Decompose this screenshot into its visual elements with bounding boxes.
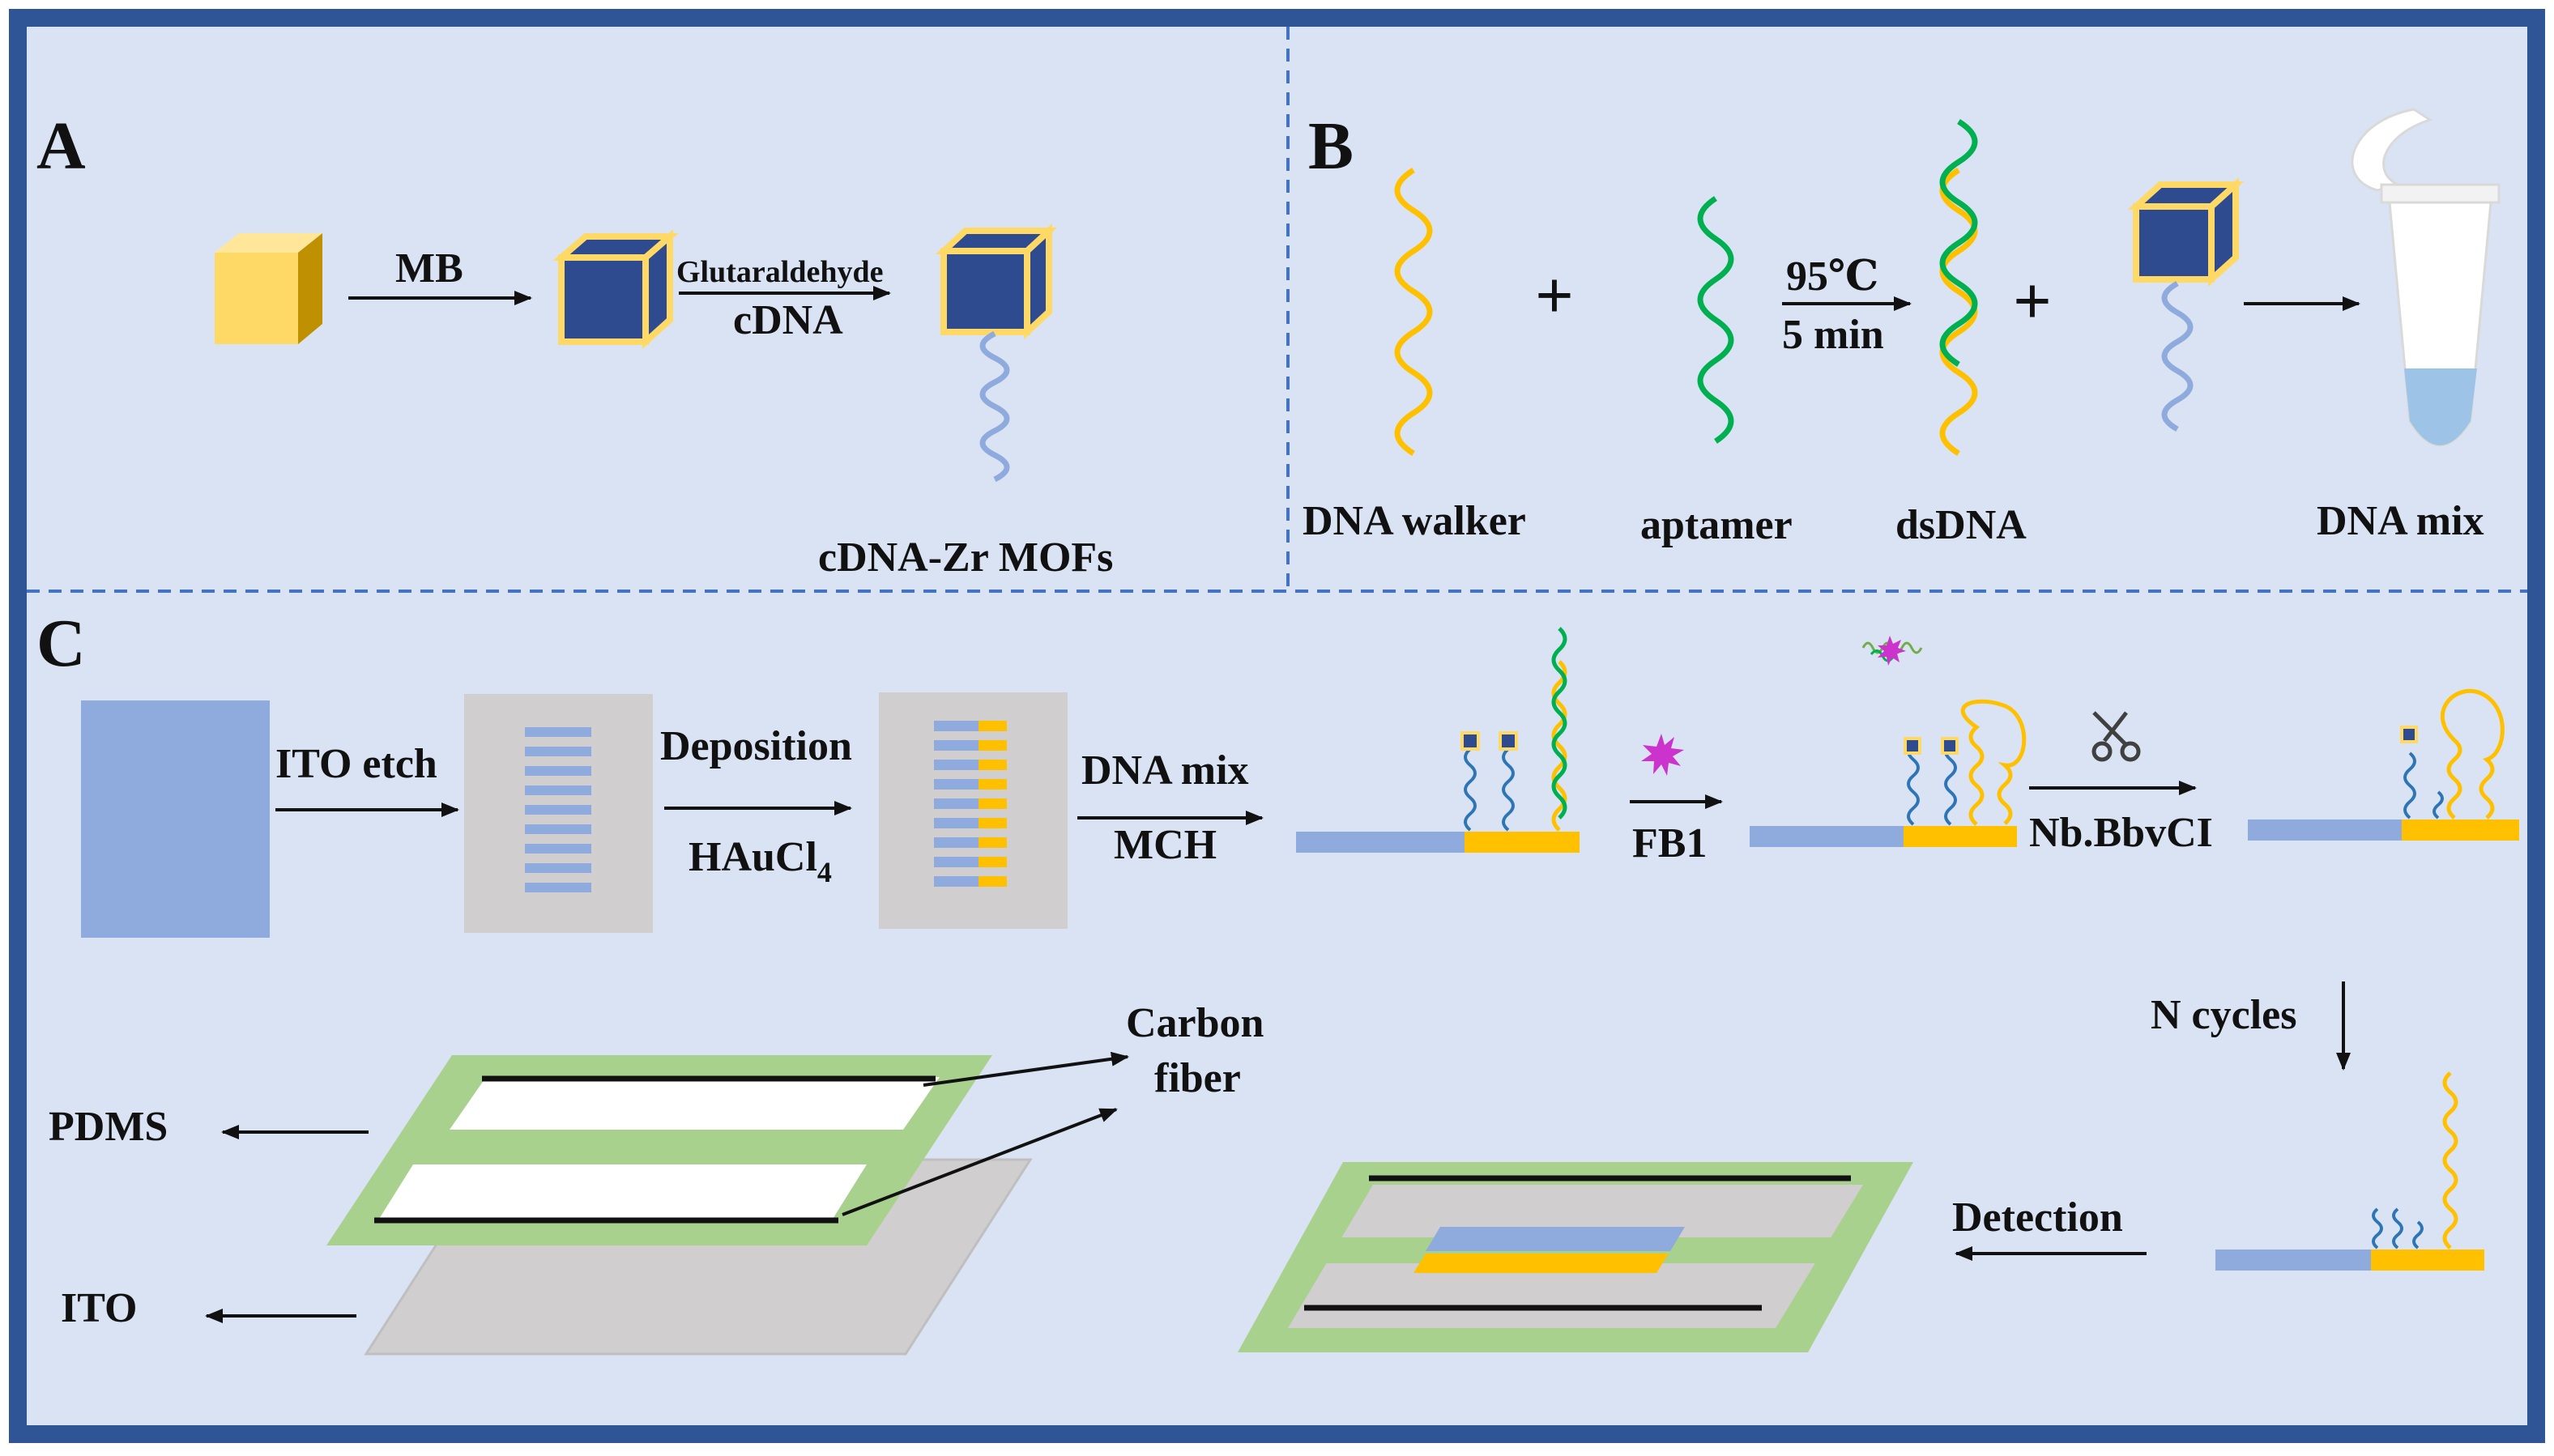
- scissors-icon: [2091, 711, 2141, 762]
- plus-sign-1: +: [1535, 258, 1574, 334]
- electrode-gold: [2371, 1250, 2484, 1271]
- cdna-strand: [2161, 280, 2194, 432]
- cdna-strand: [1907, 742, 1920, 826]
- label-product: cDNA-Zr MOFs: [818, 534, 1113, 581]
- label-carbon: Carbon: [1126, 1000, 1264, 1046]
- label-glutaraldehyde: Glutaraldehyde: [676, 255, 883, 289]
- ito-substrate: [81, 700, 270, 938]
- label-mch: MCH: [1114, 822, 1217, 868]
- device-electrodes: [1413, 1227, 1685, 1273]
- label-temperature: 95℃: [1786, 253, 1878, 300]
- star-icon: [1641, 734, 1684, 776]
- label-dsdna: dsDNA: [1895, 502, 2027, 548]
- cdna-cut-strand: [2432, 790, 2444, 820]
- walker-hybrid-strand: [2441, 688, 2505, 820]
- label-deposition: Deposition: [660, 723, 852, 769]
- label-pdms: PDMS: [49, 1104, 168, 1150]
- walker-hybrid-strand: [1960, 699, 2027, 826]
- label-dna-mix-step: DNA mix: [1081, 747, 1249, 794]
- electrode-ito: [2215, 1250, 2371, 1271]
- label-ito-etch: ITO etch: [275, 741, 437, 787]
- cube-icon: [215, 233, 322, 344]
- electrode-ito: [2248, 820, 2402, 841]
- label-aptamer: aptamer: [1640, 502, 1793, 548]
- label-time: 5 min: [1782, 312, 1884, 358]
- label-dna-walker: DNA walker: [1303, 498, 1526, 544]
- pointer-carbon-fiber-2: [842, 1108, 1118, 1216]
- mof-small: [1499, 731, 1518, 751]
- label-cycles: N cycles: [2151, 992, 2296, 1038]
- electrode-array: [525, 727, 591, 892]
- aptamer-strand: [1551, 627, 1567, 820]
- cube-icon: [552, 229, 679, 349]
- label-fb1: FB1: [1632, 820, 1707, 866]
- cdna-cut-strand: [2403, 751, 2416, 820]
- label-dna-mix: DNA mix: [2317, 498, 2484, 544]
- plus-sign-2: +: [2013, 264, 2052, 339]
- label-haucl4: HAuCl4: [689, 834, 832, 888]
- dsdna-aptamer-strand: [1939, 119, 1978, 367]
- cdna-strand: [979, 330, 1010, 483]
- dna-walker-strand: [1394, 168, 1433, 456]
- panel-a-letter: A: [36, 109, 86, 184]
- mof-small: [2400, 726, 2418, 743]
- electrode-gold: [1904, 826, 2017, 847]
- label-enzyme: Nb.BbvCI: [2029, 810, 2213, 856]
- mof-small: [1904, 737, 1921, 755]
- cdna-cut-strand: [2372, 1207, 2383, 1250]
- walker-strand: [2442, 1071, 2458, 1250]
- cdna-strand: [1944, 742, 1957, 826]
- electrode-gold: [2402, 820, 2519, 841]
- label-mb: MB: [395, 245, 463, 292]
- electrode-ito: [1750, 826, 1904, 847]
- cube-icon: [2127, 177, 2245, 287]
- fb1-aptamer-complex: [1861, 636, 1923, 666]
- label-cdna: cDNA: [733, 297, 843, 343]
- electrode-gold: [1465, 832, 1580, 853]
- cdna-cut-strand: [2412, 1220, 2424, 1250]
- mof-small: [1460, 731, 1480, 751]
- cdna-cut-strand: [2392, 1207, 2403, 1250]
- gold-chip: [879, 692, 1068, 929]
- label-detection: Detection: [1952, 1194, 2123, 1241]
- panel-b-letter: B: [1308, 109, 1354, 184]
- electrode-ito: [1296, 832, 1465, 853]
- tube-icon: [2351, 108, 2501, 447]
- pdms-layer: [326, 1055, 992, 1245]
- cube-icon: [935, 223, 1058, 340]
- assembled-device: [1238, 1162, 1913, 1352]
- panel-c-letter: C: [36, 606, 86, 681]
- mof-small: [1941, 737, 1959, 755]
- label-ito: ITO: [61, 1285, 137, 1331]
- pointer-carbon-fiber-1: [923, 1051, 1129, 1087]
- aptamer-strand: [1697, 196, 1734, 444]
- gold-electrode-array: [934, 721, 1007, 887]
- label-fiber: fiber: [1154, 1055, 1241, 1101]
